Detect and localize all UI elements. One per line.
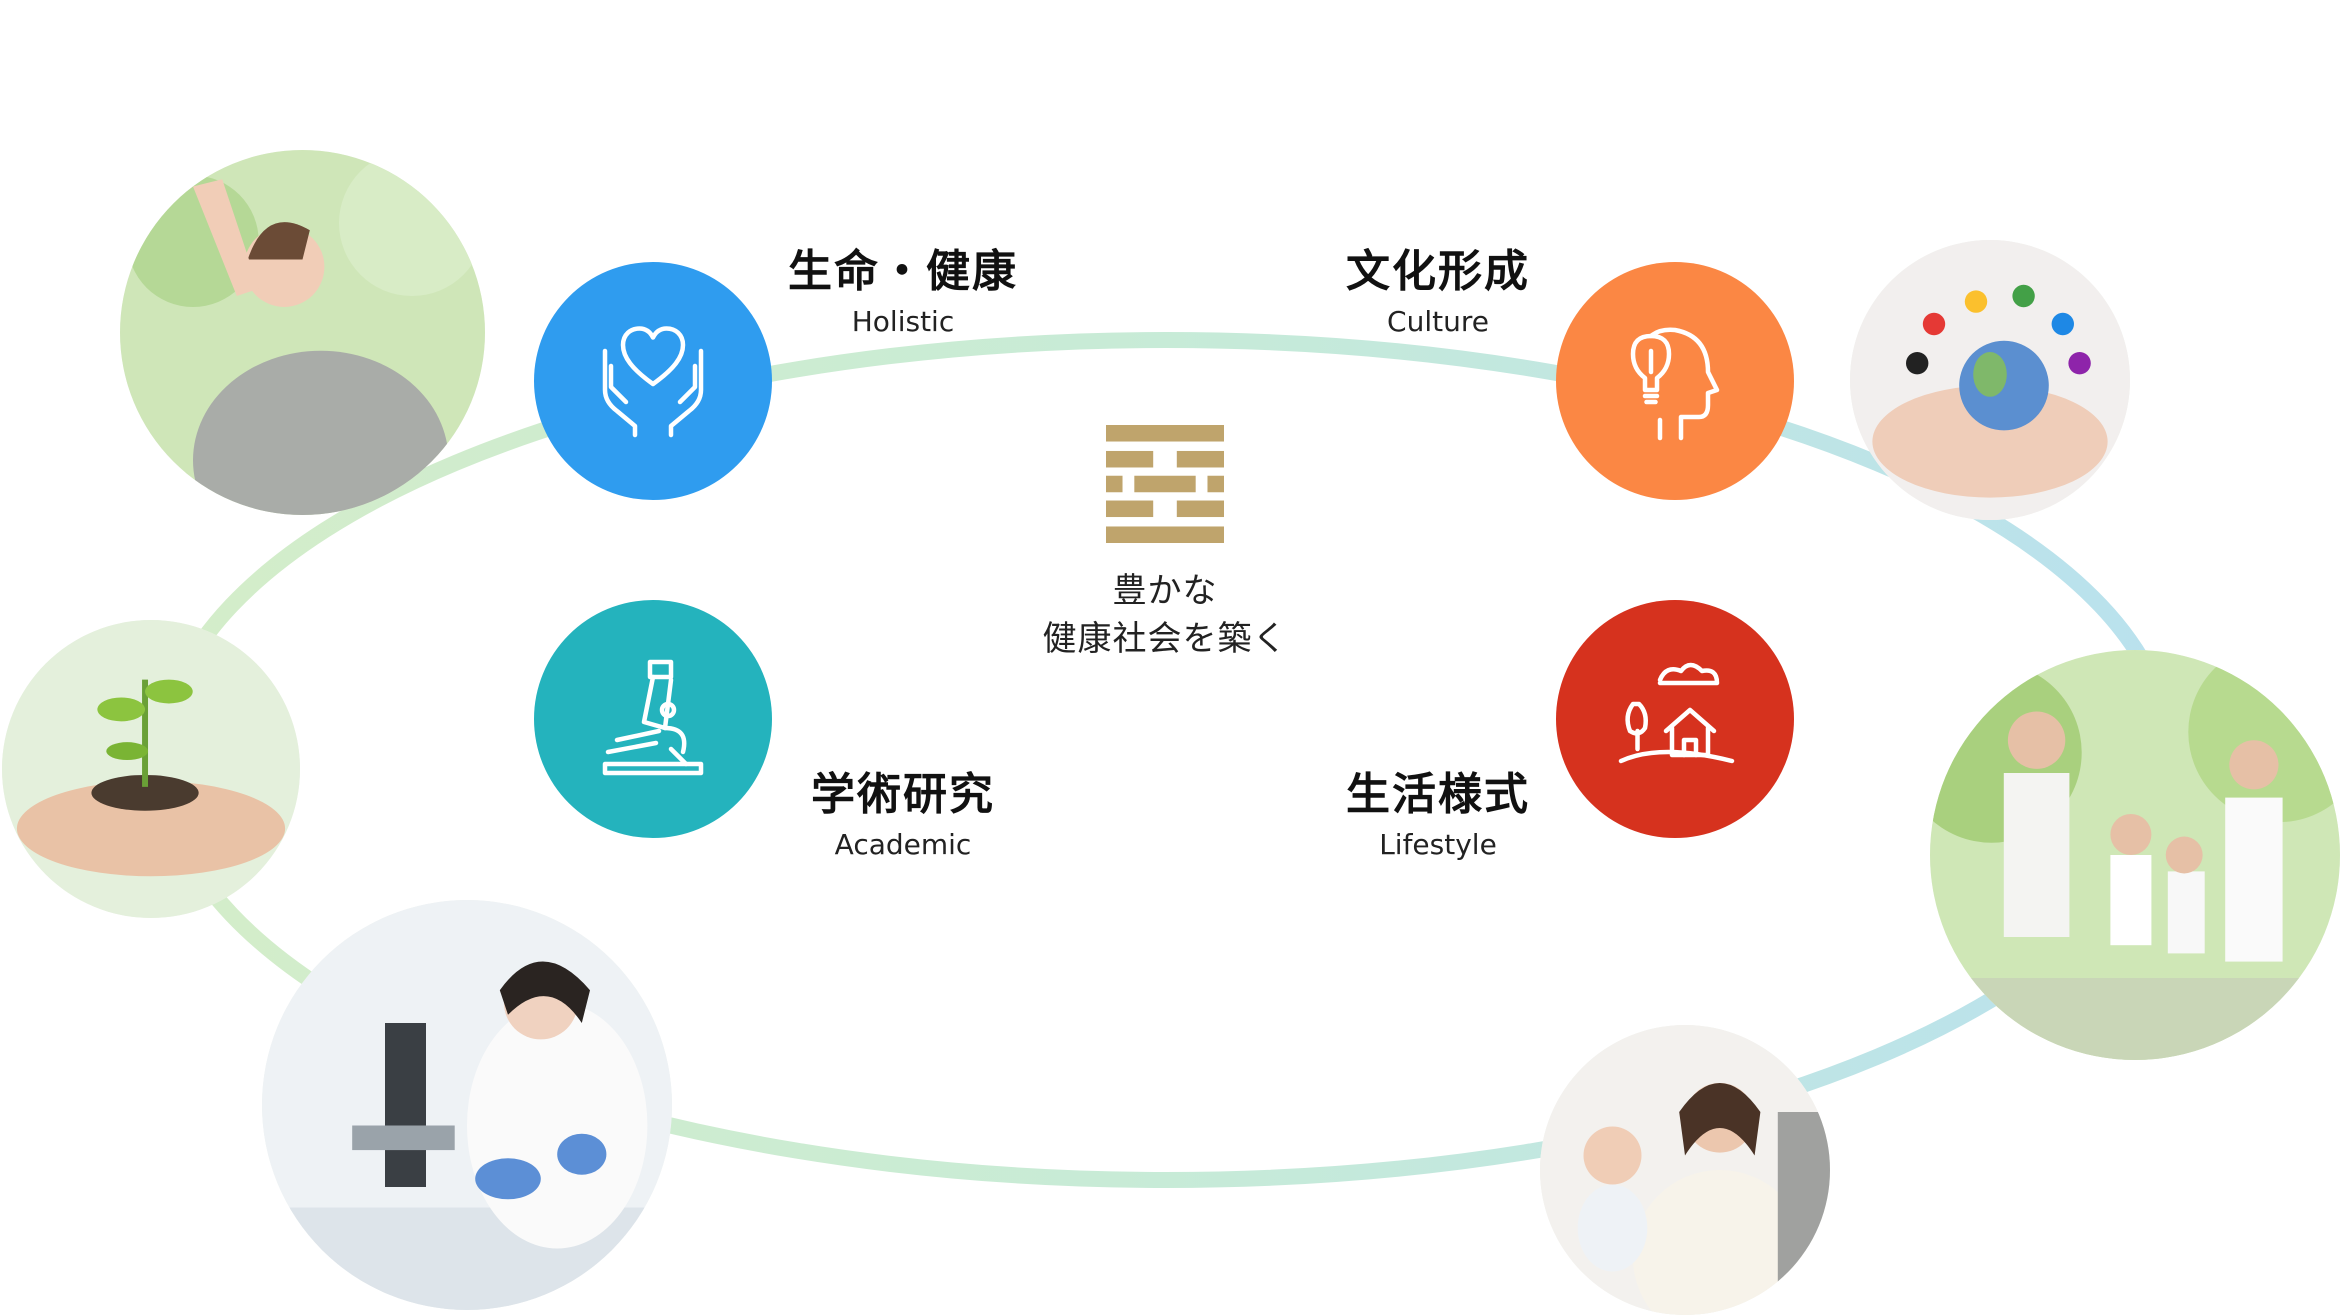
- holistic-title: 生命・健康: [788, 246, 1018, 297]
- emblem-mark: [1106, 425, 1224, 543]
- sprout-in-hands-photo: [2, 620, 300, 918]
- culture-subtitle: Culture: [1387, 305, 1489, 338]
- academic-label: 学術研究 Academic: [743, 768, 1063, 864]
- lifestyle-title: 生活様式: [1346, 769, 1530, 820]
- woman-stretching-photo: [120, 150, 485, 515]
- lifestyle-label: 生活様式 Lifestyle: [1278, 768, 1598, 864]
- head-lightbulb-icon: [1630, 327, 1720, 441]
- house-landscape-icon: [1618, 662, 1735, 764]
- lifestyle-badge: [1556, 600, 1794, 838]
- culture-label: 文化形成 Culture: [1278, 245, 1598, 341]
- hands-globe-people-photo: [1850, 240, 2130, 520]
- academic-subtitle: Academic: [834, 828, 972, 861]
- holistic-label: 生命・健康 Holistic: [743, 245, 1063, 341]
- center-text-line1: 豊かな: [1112, 571, 1218, 611]
- lab-researcher-photo: [262, 900, 672, 1310]
- academic-title: 学術研究: [811, 769, 995, 820]
- culture-badge: [1556, 262, 1794, 500]
- microscope-icon: [602, 659, 704, 776]
- center-text-line2: 健康社会を築く: [1042, 619, 1288, 659]
- culture-title: 文化形成: [1346, 246, 1530, 297]
- center-block: 豊かな 健康社会を築く: [1020, 425, 1310, 663]
- family-with-baby-photo: [1540, 1025, 1830, 1315]
- holistic-subtitle: Holistic: [851, 305, 955, 338]
- family-walking-photo: [1930, 650, 2340, 1060]
- lifestyle-subtitle: Lifestyle: [1379, 828, 1497, 861]
- holistic-badge: [534, 262, 772, 500]
- academic-badge: [534, 600, 772, 838]
- hands-heart-icon: [602, 326, 704, 438]
